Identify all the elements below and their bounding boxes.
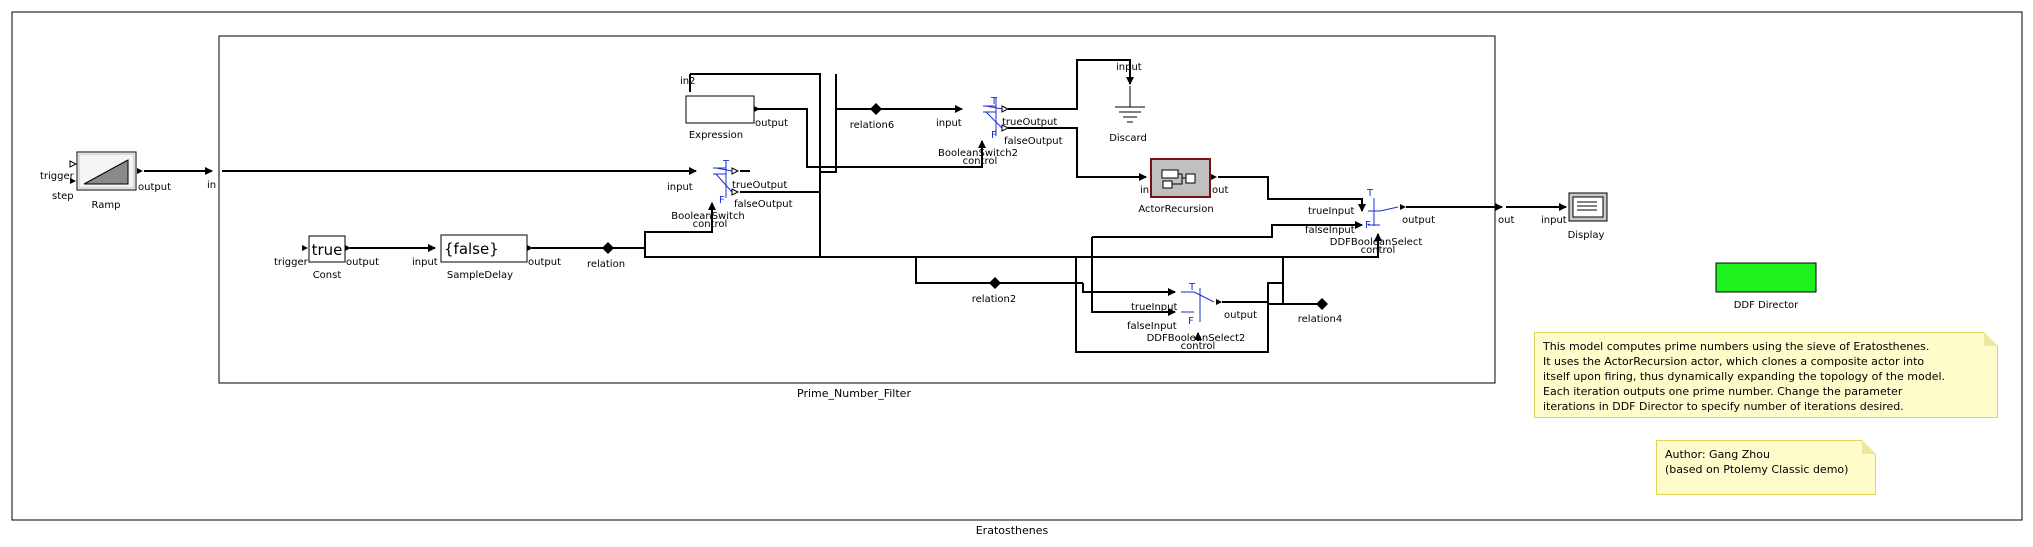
booleanswitch-f: F (719, 195, 725, 206)
booleanswitch2-port-false: falseOutput (1004, 136, 1063, 147)
booleanswitch2-port-control: control (963, 156, 998, 167)
actorrecursion-port-out: out (1212, 185, 1228, 196)
expression-port-in: in2 (680, 76, 695, 87)
actorrecursion-port-in: in (1140, 185, 1149, 196)
ddfbooleanselect-name: DDFBooleanSelect (1330, 237, 1423, 248)
author-annotation[interactable]: Author: Gang Zhou (based on Ptolemy Clas… (1656, 440, 1876, 495)
discard-actor[interactable]: input Discard (1109, 62, 1147, 144)
ddfbooleanselect-port-false: falseInput (1305, 225, 1355, 236)
display-icon (1572, 196, 1604, 218)
ddfbooleanselect2-actor[interactable]: T F trueInput falseInput output DDFBoole… (1127, 282, 1257, 352)
sampledelay-value: {false} (444, 240, 499, 258)
relation6-label: relation6 (850, 120, 894, 131)
booleanswitch2-t: T (990, 96, 998, 107)
booleanswitch2-f: F (991, 130, 997, 141)
booleanswitch2-port-input: input (936, 118, 962, 129)
ddfbooleanselect2-port-false: falseInput (1127, 321, 1177, 332)
ddfbooleanselect2-port-true: trueInput (1131, 302, 1177, 313)
sampledelay-port-output: output (528, 257, 561, 268)
const-name: Const (313, 270, 342, 281)
display-actor[interactable]: input Display (1541, 192, 1608, 241)
const-port-output: output (346, 257, 379, 268)
booleanswitch-actor[interactable]: T F input trueOutput falseOutput Boolean… (667, 159, 793, 230)
booleanswitch-port-input: input (667, 182, 693, 193)
display-port-input: input (1541, 215, 1567, 226)
ddfbooleanselect2-port-output: output (1224, 310, 1257, 321)
actorrecursion-name: ActorRecursion (1138, 204, 1213, 215)
booleanswitch-port-control: control (693, 219, 728, 230)
sampledelay-name: SampleDelay (447, 270, 513, 281)
relation-markers (602, 103, 1328, 310)
booleanswitch2-name: BooleanSwitch2 (938, 148, 1018, 159)
composite-actor-icon (1161, 169, 1196, 189)
relation2-label: relation2 (972, 294, 1016, 305)
ddfbooleanselect-f: F (1365, 220, 1371, 231)
const-value: true (312, 241, 343, 259)
sampledelay-actor[interactable]: {false} SampleDelay input output (412, 234, 561, 281)
expression-port-output: output (755, 118, 788, 129)
ddfbooleanselect-port-output: output (1402, 215, 1435, 226)
ddfbooleanselect2-t: T (1188, 282, 1196, 293)
expression-name: Expression (689, 130, 743, 141)
ddfbooleanselect2-f: F (1188, 316, 1194, 327)
composite-out-label: out (1498, 215, 1514, 226)
discard-port-input: input (1116, 62, 1142, 73)
composite-in-label: in (207, 180, 216, 191)
ddfbooleanselect-port-true: trueInput (1308, 206, 1354, 217)
director-name: DDF Director (1734, 300, 1799, 311)
ramp-name: Ramp (92, 200, 121, 211)
model-name: Eratosthenes (976, 524, 1049, 537)
description-annotation[interactable]: This model computes prime numbers using … (1534, 332, 1998, 418)
ramp-actor[interactable]: Ramp trigger step output (40, 151, 171, 211)
ddfbooleanselect-port-control: control (1361, 245, 1396, 256)
booleanswitch-t: T (722, 159, 730, 170)
relation4-label: relation4 (1298, 314, 1342, 325)
booleanswitch-port-false: falseOutput (734, 199, 793, 210)
relation-label: relation (587, 259, 625, 270)
actorrecursion-actor[interactable]: in out ActorRecursion (1138, 158, 1228, 215)
const-actor[interactable]: true Const trigger output (274, 235, 379, 281)
ddfbooleanselect-actor[interactable]: T F trueInput falseInput output DDFBoole… (1305, 188, 1435, 256)
ramp-icon (83, 159, 129, 185)
display-name: Display (1568, 230, 1605, 241)
ddfbooleanselect2-name: DDFBooleanSelect2 (1147, 333, 1246, 344)
ddfbooleanselect-t: T (1366, 188, 1374, 199)
wires (144, 59, 1567, 353)
model-frame (11, 11, 2023, 521)
booleanswitch2-actor[interactable]: T F input trueOutput falseOutput Boolean… (936, 96, 1063, 167)
sampledelay-port-input: input (412, 257, 438, 268)
discard-name: Discard (1109, 133, 1147, 144)
ddf-director[interactable]: DDF Director (1715, 262, 1817, 311)
booleanswitch2-port-true: trueOutput (1002, 117, 1057, 128)
booleanswitch-port-true: trueOutput (732, 180, 787, 191)
ramp-port-trigger: trigger (40, 171, 75, 182)
ddfbooleanselect2-port-control: control (1181, 341, 1216, 352)
expression-actor[interactable]: Expression in2 output (680, 76, 788, 141)
composite-frame[interactable] (218, 35, 1496, 384)
booleanswitch-name: BooleanSwitch (671, 211, 745, 222)
composite-name: Prime_Number_Filter (797, 387, 911, 400)
ramp-port-step: step (52, 191, 74, 202)
const-port-trigger: trigger (274, 257, 309, 268)
ramp-port-output: output (138, 182, 171, 193)
